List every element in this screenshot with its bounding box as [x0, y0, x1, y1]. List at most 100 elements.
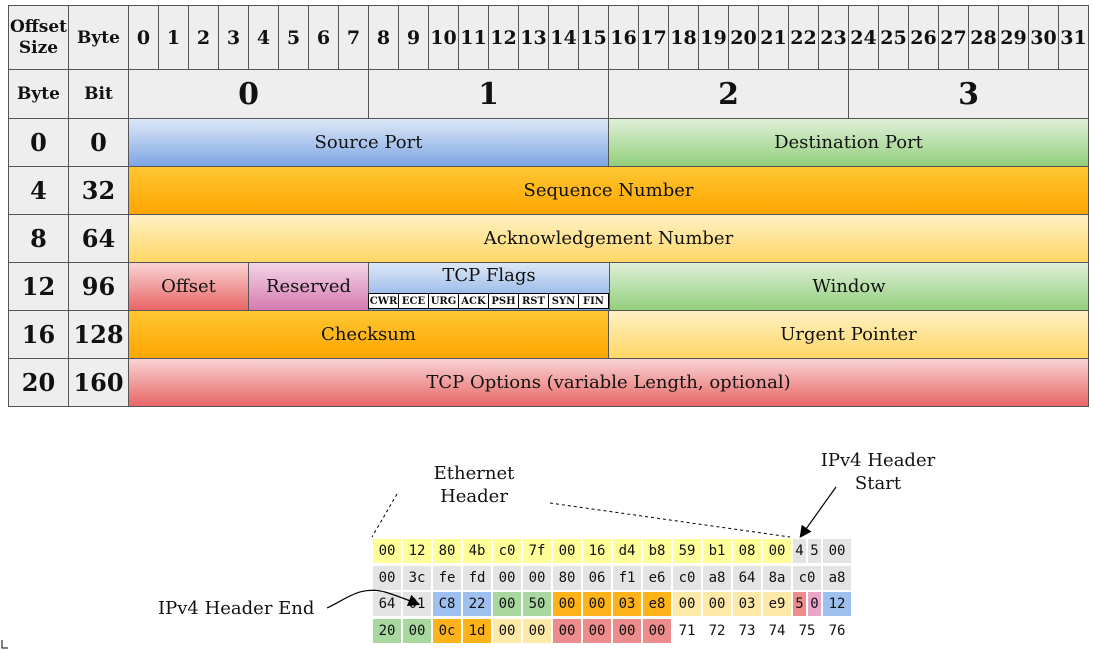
- tcp-flag-rst: RST: [518, 293, 549, 309]
- hex-byte: 00: [582, 617, 612, 644]
- bit-number-cell: 26: [908, 5, 939, 70]
- bit-number-cell: 8: [368, 5, 399, 70]
- hex-byte: b8: [642, 538, 672, 564]
- hex-byte: 08: [732, 538, 762, 564]
- hex-byte: 76: [822, 617, 852, 644]
- ipv4-end-arrow: [326, 589, 421, 609]
- bit-number-cell: 5: [278, 5, 309, 70]
- hex-byte: 12: [402, 538, 432, 564]
- bit-number-cell: 28: [968, 5, 999, 70]
- hex-byte: 00: [492, 591, 522, 617]
- ipv4-header-end-note: IPv4 Header End: [158, 598, 315, 619]
- hex-byte: 00: [582, 591, 612, 617]
- hex-byte: C8: [432, 591, 462, 617]
- bit-number-cell: 15: [578, 5, 609, 70]
- hex-byte: 4: [792, 538, 807, 564]
- hex-byte: 03: [612, 591, 642, 617]
- row-byte-label: 16: [8, 310, 69, 359]
- byte-group-2: 2: [608, 69, 849, 119]
- ipv4-header-start-note: IPv4 Header Start: [820, 450, 936, 494]
- reserved-field: Reserved: [248, 262, 369, 311]
- bit-number-cell: 29: [998, 5, 1029, 70]
- tcp-flag-urg: URG: [428, 293, 459, 309]
- hex-byte: b1: [702, 538, 732, 564]
- hex-byte: 00: [372, 564, 402, 591]
- hex-byte: 00: [552, 617, 582, 644]
- window-field: Window: [609, 262, 1089, 311]
- hex-byte: 00: [492, 617, 522, 644]
- urgent-pointer-field: Urgent Pointer: [608, 310, 1089, 359]
- hex-byte: 5: [792, 591, 807, 617]
- hex-byte: 80: [552, 564, 582, 591]
- bit-number-cell: 22: [788, 5, 819, 70]
- hex-byte: 0: [807, 591, 822, 617]
- ethernet-header-note: Ethernet Header: [433, 463, 515, 507]
- hex-byte: d4: [612, 538, 642, 564]
- hex-byte: fd: [462, 564, 492, 591]
- bit-number-cell: 23: [818, 5, 849, 70]
- hex-byte: 00: [522, 617, 552, 644]
- hex-byte: 0c: [432, 617, 462, 644]
- hex-byte: 00: [672, 591, 702, 617]
- hex-byte: e8: [642, 591, 672, 617]
- byte-group-1: 1: [368, 69, 609, 119]
- byte-group-3: 3: [848, 69, 1089, 119]
- hex-byte: 72: [702, 617, 732, 644]
- ethernet-right-dotted-line: [549, 502, 791, 538]
- bit-number-cell: 13: [518, 5, 549, 70]
- hex-byte: 4b: [462, 538, 492, 564]
- bit-number-cell: 18: [668, 5, 699, 70]
- hex-byte: 00: [522, 564, 552, 591]
- bit-number-cell: 6: [308, 5, 339, 70]
- hex-byte: c0: [792, 564, 822, 591]
- hex-byte: 22: [462, 591, 492, 617]
- bit-number-cell: 27: [938, 5, 969, 70]
- bit-number-cell: 12: [488, 5, 519, 70]
- hex-byte: 00: [492, 564, 522, 591]
- hex-byte: 00: [642, 617, 672, 644]
- hex-byte: fe: [432, 564, 462, 591]
- hex-byte: 00: [612, 617, 642, 644]
- hex-byte: 00: [762, 538, 792, 564]
- hex-byte: 00: [702, 591, 732, 617]
- offset-field: Offset: [128, 262, 249, 311]
- source-port-field: Source Port: [128, 118, 609, 167]
- hex-byte: 73: [732, 617, 762, 644]
- row-byte-label: 0: [8, 118, 69, 167]
- row-byte-label: 8: [8, 214, 69, 263]
- byte-row-header: Byte: [8, 69, 69, 119]
- bit-number-cell: 14: [548, 5, 579, 70]
- bit-number-cell: 3: [218, 5, 249, 70]
- hex-byte: 5: [807, 538, 822, 564]
- bit-number-cell: 2: [188, 5, 219, 70]
- hex-byte: 3c: [402, 564, 432, 591]
- destination-port-field: Destination Port: [608, 118, 1089, 167]
- hex-byte: c0: [492, 538, 522, 564]
- corner-mark: [1, 640, 8, 649]
- hex-byte: 64: [372, 591, 402, 617]
- hex-byte: 12: [822, 591, 852, 617]
- hex-byte: 75: [792, 617, 822, 644]
- bit-number-cell: 25: [878, 5, 909, 70]
- hex-byte: c0: [672, 564, 702, 591]
- hex-byte: 03: [732, 591, 762, 617]
- hex-byte: 64: [732, 564, 762, 591]
- row-byte-label: 12: [8, 262, 69, 311]
- hex-byte: 00: [372, 538, 402, 564]
- bit-number-cell: 31: [1058, 5, 1089, 70]
- bit-number-cell: 16: [608, 5, 639, 70]
- row-bit-label: 128: [68, 310, 129, 359]
- hex-byte: 16: [582, 538, 612, 564]
- hex-byte: 00: [552, 591, 582, 617]
- tcp-options-field: TCP Options (variable Length, optional): [128, 358, 1089, 407]
- hex-byte: a8: [822, 564, 852, 591]
- row-byte-label: 4: [8, 166, 69, 215]
- hex-byte: 00: [822, 538, 852, 564]
- hex-byte: 00: [552, 538, 582, 564]
- hex-byte: e6: [642, 564, 672, 591]
- hex-byte: 74: [762, 617, 792, 644]
- sequence-number-field: Sequence Number: [128, 166, 1089, 215]
- tcp-flag-fin: FIN: [578, 293, 609, 309]
- byte-group-0: 0: [128, 69, 369, 119]
